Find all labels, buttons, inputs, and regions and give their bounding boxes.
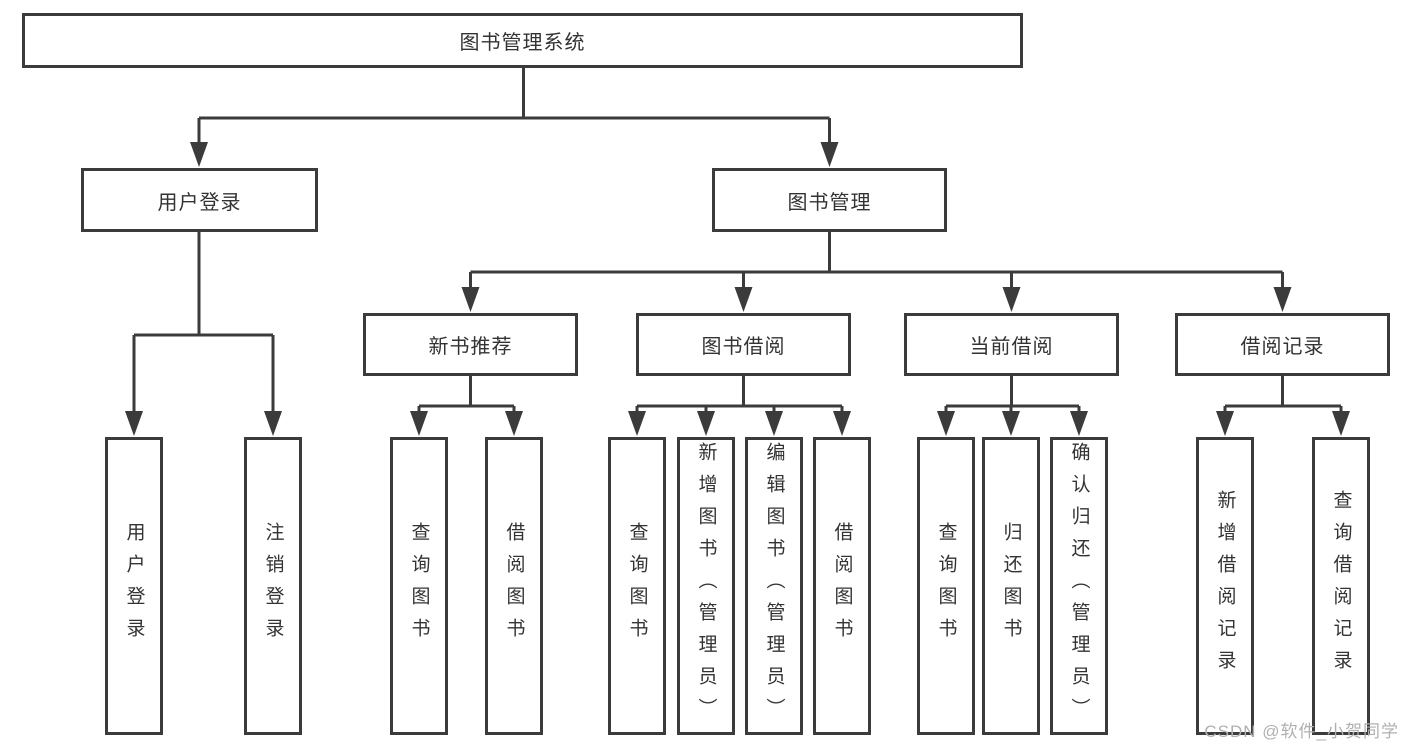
node-label: 确认归还（管理员） xyxy=(1068,442,1090,730)
node-label: 图书管理 xyxy=(787,191,872,214)
leaf-borrow-books-recommend: 借阅图书 xyxy=(485,437,543,735)
node-label: 查询图书 xyxy=(626,522,648,650)
leaf-user-login: 用户登录 xyxy=(105,437,163,735)
node-label: 新增图书（管理员） xyxy=(695,442,717,730)
node-label: 查询借阅记录 xyxy=(1330,490,1352,682)
node-user-login: 用户登录 xyxy=(81,168,318,232)
leaf-confirm-return-admin: 确认归还（管理员） xyxy=(1050,437,1108,735)
node-label: 查询图书 xyxy=(935,522,957,650)
leaf-add-books-admin: 新增图书（管理员） xyxy=(677,437,735,735)
node-label: 图书借阅 xyxy=(701,336,786,358)
node-new-book-recommend: 新书推荐 xyxy=(363,313,578,376)
node-label: 新增借阅记录 xyxy=(1214,490,1236,682)
leaf-logout: 注销登录 xyxy=(244,437,302,735)
node-label: 用户登录 xyxy=(123,522,145,650)
node-label: 借阅图书 xyxy=(503,522,525,650)
leaf-borrow-books: 借阅图书 xyxy=(813,437,871,735)
node-label: 图书管理系统 xyxy=(459,32,586,54)
leaf-query-books-recommend: 查询图书 xyxy=(390,437,448,735)
node-label: 编辑图书（管理员） xyxy=(763,442,785,730)
leaf-return-books: 归还图书 xyxy=(982,437,1040,735)
leaf-query-books-current: 查询图书 xyxy=(917,437,975,735)
node-label: 借阅记录 xyxy=(1240,336,1325,358)
node-book-borrowing: 图书借阅 xyxy=(636,313,851,376)
node-label: 注销登录 xyxy=(262,522,284,650)
node-borrow-records: 借阅记录 xyxy=(1175,313,1390,376)
csdn-watermark: CSDN @软件_小贺同学 xyxy=(1204,722,1399,741)
node-label: 当前借阅 xyxy=(969,336,1054,358)
node-label: 查询图书 xyxy=(408,522,430,650)
node-label: 新书推荐 xyxy=(428,336,513,358)
node-library-management-system: 图书管理系统 xyxy=(22,13,1023,68)
leaf-edit-books-admin: 编辑图书（管理员） xyxy=(745,437,803,735)
node-label: 借阅图书 xyxy=(831,522,853,650)
node-label: 归还图书 xyxy=(1000,522,1022,650)
node-book-management: 图书管理 xyxy=(712,168,947,232)
node-label: 用户登录 xyxy=(157,191,242,214)
leaf-add-borrow-record: 新增借阅记录 xyxy=(1196,437,1254,735)
node-current-borrowing: 当前借阅 xyxy=(904,313,1119,376)
leaf-query-borrow-record: 查询借阅记录 xyxy=(1312,437,1370,735)
leaf-query-books-borrowing: 查询图书 xyxy=(608,437,666,735)
